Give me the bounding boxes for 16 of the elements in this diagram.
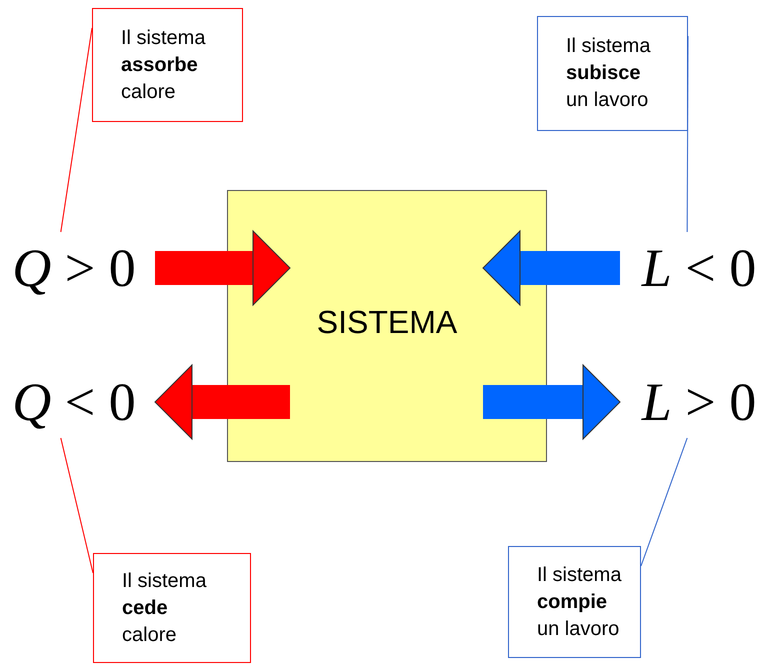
leader-line <box>60 28 92 232</box>
formula-label: L > 0 <box>640 366 758 438</box>
callout-box: Il sistema cede calore <box>93 553 251 663</box>
formula-label: Q < 0 <box>8 366 140 438</box>
callout-box: Il sistema assorbe calore <box>92 8 243 122</box>
system-box: SISTEMA <box>227 190 547 462</box>
leader-line <box>60 438 94 574</box>
formula-label: L < 0 <box>640 232 758 304</box>
block-arrow <box>483 364 620 440</box>
callout-box: Il sistema subisce un lavoro <box>537 16 688 131</box>
formula-label: Q > 0 <box>8 232 140 304</box>
block-arrow <box>154 364 290 440</box>
callout-box: Il sistema compie un lavoro <box>508 546 641 658</box>
block-arrow <box>155 230 290 306</box>
block-arrow <box>482 230 620 306</box>
leader-line <box>640 438 688 566</box>
